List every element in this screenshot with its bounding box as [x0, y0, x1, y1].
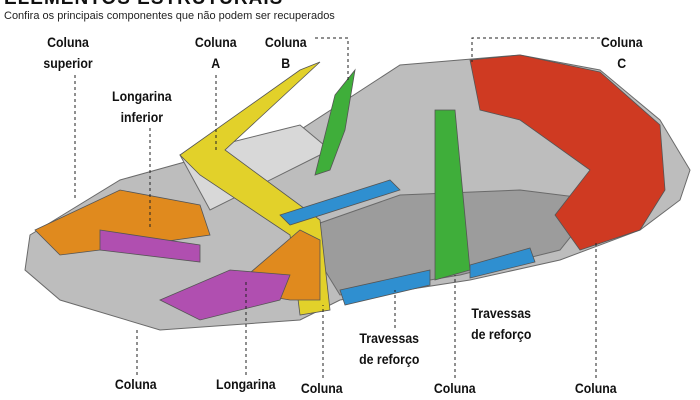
diagram-title: ELEMENTOS ESTRUTURAIS — [4, 0, 283, 8]
label-travessas-1: Travessas de reforço — [359, 328, 419, 370]
sill-blue-3 — [279, 179, 401, 226]
label-bottom-coluna-2: Coluna — [300, 380, 343, 396]
lower-rail-purple-2 — [159, 269, 291, 321]
label-bottom-coluna-1: Coluna — [114, 376, 157, 392]
label-bottom-coluna-3: Coluna — [433, 380, 476, 396]
label-line: C — [617, 55, 627, 71]
b-pillar-green — [314, 68, 356, 176]
label-line: inferior — [120, 109, 164, 125]
label-travessas-2: Travessas de reforço — [471, 303, 531, 345]
label-line: Coluna — [264, 34, 307, 50]
leader-lines — [74, 37, 600, 378]
label-line: Coluna — [47, 34, 89, 50]
label-bottom-longarina: Longarina — [216, 376, 276, 392]
label-line: Travessas — [471, 305, 532, 321]
label-longarina-inferior: Longarina inferior — [112, 86, 172, 128]
c-pillar-red — [469, 54, 666, 251]
label-line: superior — [43, 55, 93, 71]
label-line: Coluna — [600, 34, 643, 50]
label-line: Travessas — [359, 330, 420, 346]
label-line: de reforço — [359, 351, 420, 367]
label-line: de reforço — [471, 326, 532, 342]
label-bottom-coluna-4: Coluna — [574, 380, 617, 396]
sill-blue-2 — [469, 247, 536, 279]
diagram-subtitle: Confira os principais componentes que nã… — [4, 10, 335, 22]
label-line: Longarina — [112, 88, 172, 104]
label-line: Coluna — [194, 34, 237, 50]
sill-blue — [339, 269, 431, 306]
front-longitudinal-orange — [34, 189, 211, 256]
label-coluna-superior: Coluna superior — [43, 32, 92, 74]
lower-rail-purple — [99, 229, 201, 263]
label-line: B — [281, 55, 291, 71]
label-line: A — [211, 55, 221, 71]
